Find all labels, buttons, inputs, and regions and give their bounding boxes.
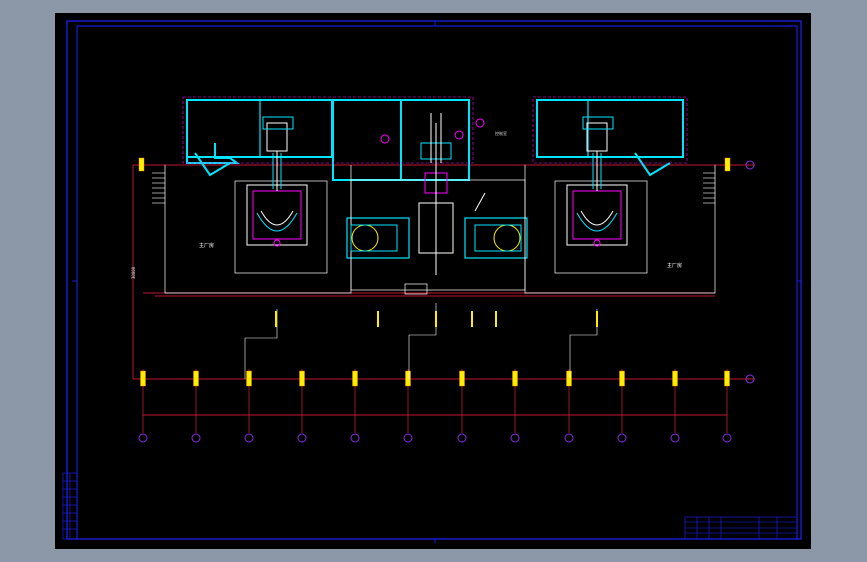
- cad-drawing: 主厂房 主厂房 控制室 30000: [62, 20, 802, 543]
- grid-bubble-9: [564, 433, 574, 443]
- column-5: [352, 370, 358, 387]
- column-1: [140, 370, 146, 387]
- grid-bubble-2: [191, 433, 201, 443]
- grid-bubble-7: [457, 433, 467, 443]
- grid-bubble-3: [244, 433, 254, 443]
- column-row: [140, 370, 730, 387]
- cad-viewport[interactable]: 主厂房 主厂房 控制室 30000: [55, 13, 811, 549]
- revision-table: [62, 472, 78, 540]
- top-columns: [138, 157, 731, 172]
- inner-frame: [76, 25, 798, 540]
- center-equipment: [350, 113, 522, 275]
- room-label-left-hall: 主厂房: [199, 242, 214, 249]
- grid-bubble-12: [722, 433, 732, 443]
- grid-bubble-11: [670, 433, 680, 443]
- grid-bubble-8: [510, 433, 520, 443]
- room-label-center: 控制室: [495, 130, 507, 136]
- dimension-label: 30000: [131, 266, 136, 279]
- stairs: [152, 172, 715, 204]
- grid-bubble-5: [350, 433, 360, 443]
- grid-bubble-10: [617, 433, 627, 443]
- frame-ticks: [72, 21, 801, 543]
- column-8: [512, 370, 518, 387]
- column-7: [459, 370, 465, 387]
- vertical-grid-lines: [142, 369, 728, 433]
- grid-bubble-6: [403, 433, 413, 443]
- top-bubbles: [745, 160, 755, 384]
- title-block: [684, 516, 798, 540]
- column-11: [672, 370, 678, 387]
- grid-bubbles: [138, 433, 732, 443]
- grid-bubble-4: [297, 433, 307, 443]
- inner-walls: [259, 101, 589, 259]
- leader-marks: [275, 311, 598, 327]
- column-2: [193, 370, 199, 387]
- column-9: [566, 370, 572, 387]
- left-machine: [246, 116, 308, 247]
- outer-frame: [66, 20, 802, 540]
- column-12: [724, 370, 730, 387]
- column-4: [299, 370, 305, 387]
- room-label-right-hall: 主厂房: [667, 262, 682, 269]
- column-3: [246, 370, 252, 387]
- right-machine: [566, 116, 628, 247]
- column-6: [405, 370, 411, 387]
- leader-lines: [244, 303, 598, 379]
- column-10: [619, 370, 625, 387]
- building-walls: [186, 99, 684, 181]
- magenta-outline: [182, 96, 688, 164]
- grid-bubble-1: [138, 433, 148, 443]
